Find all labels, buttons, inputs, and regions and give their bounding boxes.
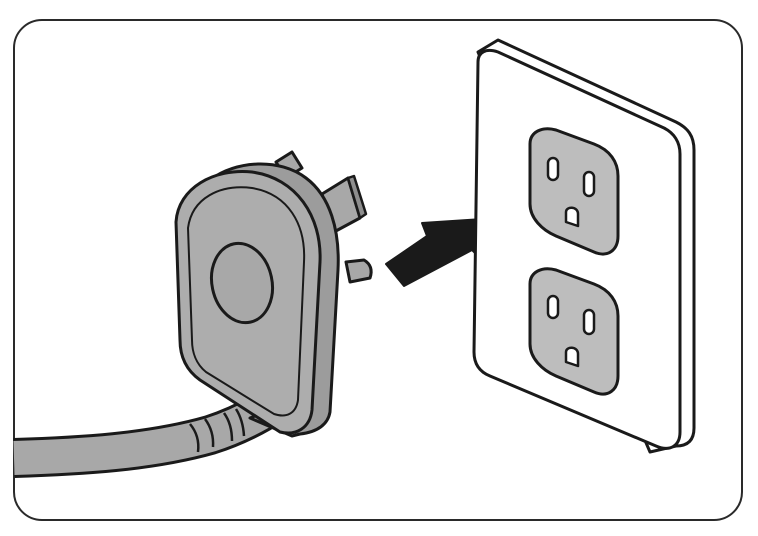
outlet-slot-top-right <box>582 170 596 198</box>
outlet-cover-plate <box>472 48 682 450</box>
outlet-slot-bottom-right <box>582 308 596 336</box>
outlet-ground-top <box>564 206 580 228</box>
outlet-receptacle-top <box>528 127 620 256</box>
wall-outlet-icon <box>472 38 696 454</box>
outlet-receptacle-bottom <box>528 267 620 396</box>
plug-icon <box>174 150 373 438</box>
outlet-slot-bottom-left <box>546 294 560 320</box>
power-cord <box>13 394 272 478</box>
plug-ground-pin <box>344 258 373 284</box>
outlet-ground-bottom <box>564 346 580 368</box>
outlet-slot-top-left <box>546 156 560 182</box>
plug-face-circle <box>209 241 275 325</box>
